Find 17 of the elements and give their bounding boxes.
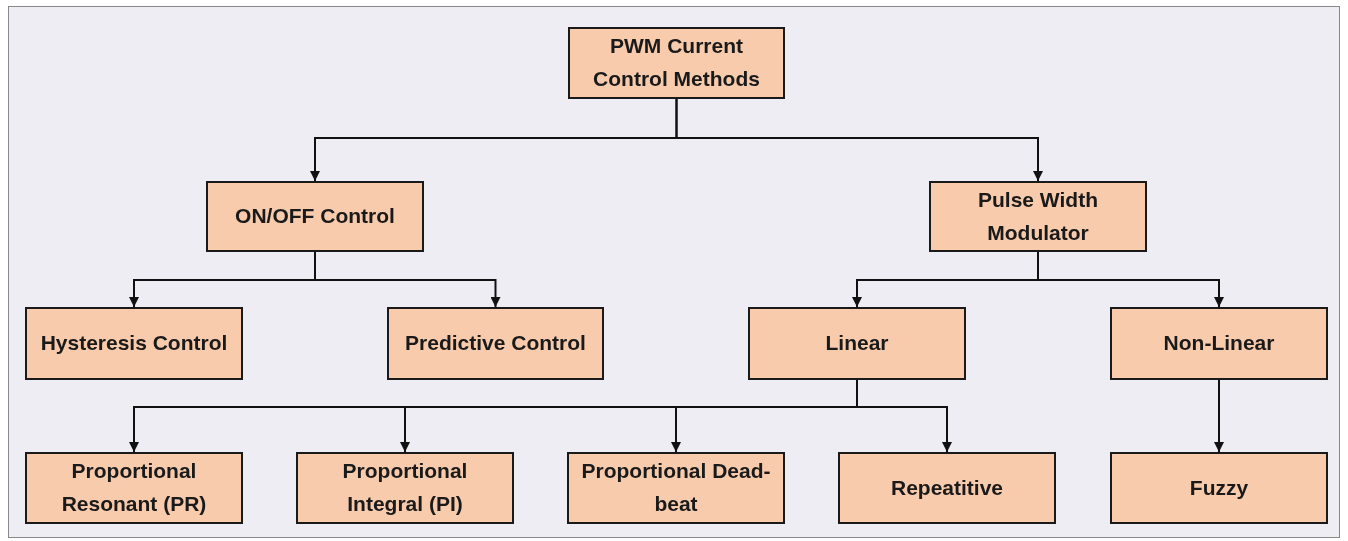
process-box: Proportional Integral (PI) — [296, 452, 514, 524]
process-box: Proportional Resonant (PR) — [25, 452, 243, 524]
process-box: Linear — [748, 307, 966, 380]
process-box: Fuzzy — [1110, 452, 1328, 524]
process-box: Pulse Width Modulator — [929, 181, 1147, 252]
process-box: ON/OFF Control — [206, 181, 424, 252]
arrow — [1037, 251, 1224, 308]
arrow — [675, 98, 1043, 182]
process-box: Proportional Dead-beat — [567, 452, 785, 524]
process-box: Non-Linear — [1110, 307, 1328, 380]
process-box: Predictive Control — [387, 307, 604, 380]
arrow — [1214, 379, 1224, 453]
process-box: PWM Current Control Methods — [568, 27, 785, 99]
arrow — [856, 379, 952, 453]
process-box: Hysteresis Control — [25, 307, 243, 380]
process-box: Repeatitive — [838, 452, 1056, 524]
arrow — [314, 251, 501, 308]
